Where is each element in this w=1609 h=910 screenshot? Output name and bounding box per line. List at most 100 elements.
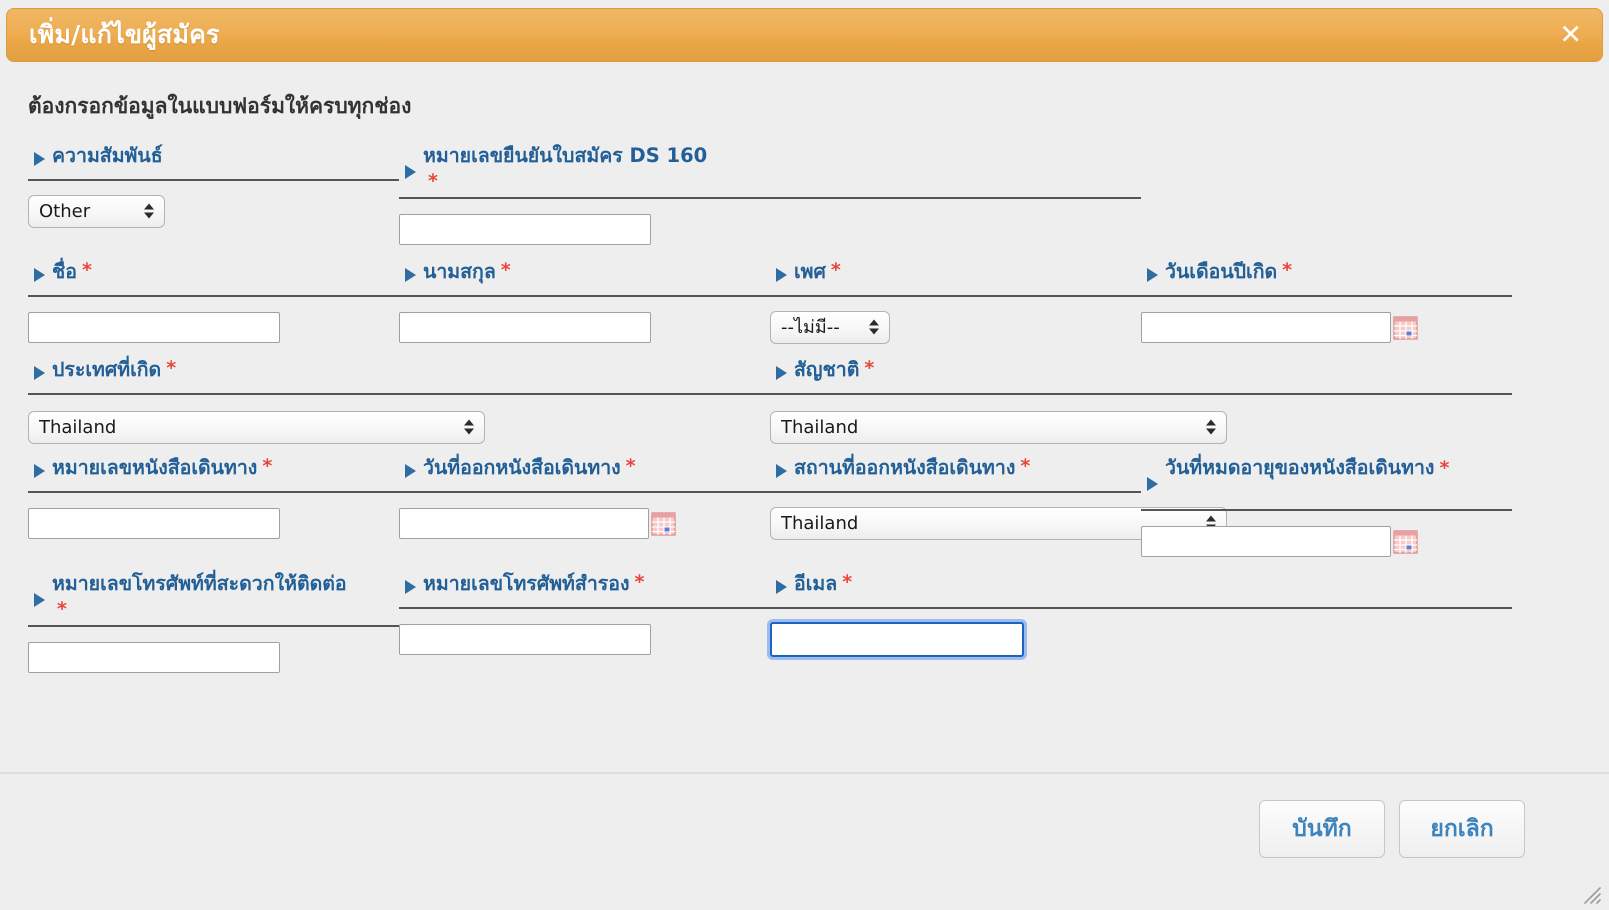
control-phone-primary-area	[28, 627, 399, 687]
control-relationship-area: Other	[28, 181, 399, 241]
label-passport-issue-date-wrap: วันที่ออกหนังสือเดินทาง *	[399, 455, 770, 493]
label-nationality: สัญชาติ	[794, 358, 860, 381]
control-passport-issue-date-area	[399, 493, 770, 553]
nationality-select[interactable]: Thailand	[770, 410, 1227, 444]
triangle-bullet-icon	[776, 580, 787, 594]
label-passport-expiry-date-wrap: วันที่หมดอายุของหนังสือเดินทาง*	[1141, 455, 1512, 511]
calendar-icon[interactable]	[1393, 529, 1418, 554]
control-passport-issue-place-area: Thailand	[770, 493, 1227, 553]
field-passport-number: หมายเลขหนังสือเดินทาง *	[28, 455, 399, 571]
required-asterisk: *	[1439, 457, 1450, 479]
label-email-wrap: อีเมล *	[770, 571, 1512, 609]
required-asterisk: *	[166, 357, 177, 379]
label-passport-number: หมายเลขหนังสือเดินทาง	[52, 456, 258, 479]
passport-number-input[interactable]	[28, 507, 280, 539]
field-nationality: สัญชาติ * Thailand	[770, 357, 1512, 455]
label-ds160: หมายเลขยืนยันใบสมัคร DS 160 *	[423, 143, 707, 194]
control-gender-area: --ไม่มี--	[770, 297, 1141, 357]
first-name-input[interactable]	[28, 311, 280, 343]
control-birth-country-area: Thailand	[28, 395, 770, 455]
nationality-select-wrap: Thailand	[770, 410, 1227, 444]
field-relationship: ความสัมพันธ์ Other	[28, 143, 399, 259]
triangle-bullet-icon	[1147, 477, 1158, 491]
gender-select-wrap: --ไม่มี--	[770, 310, 890, 344]
field-phone-primary: หมายเลขโทรศัพท์ที่สะดวกให้ติดต่อ *	[28, 571, 399, 687]
form-row-1: ความสัมพันธ์ Other	[28, 143, 1528, 259]
control-ds160-area	[399, 199, 1141, 259]
label-phone-primary-text: หมายเลขโทรศัพท์ที่สะดวกให้ติดต่อ	[52, 572, 347, 595]
triangle-bullet-icon	[34, 593, 45, 607]
required-asterisk: *	[57, 597, 67, 620]
cancel-button[interactable]: ยกเลิก	[1399, 800, 1525, 858]
required-asterisk: *	[81, 259, 92, 281]
birth-date-input[interactable]	[1141, 311, 1391, 343]
triangle-bullet-icon	[405, 268, 416, 282]
dialog-title: เพิ่ม/แก้ไขผู้สมัคร	[29, 20, 220, 49]
label-email: อีเมล	[794, 572, 838, 595]
close-icon[interactable]: ✕	[1559, 19, 1582, 51]
field-ds160: หมายเลขยืนยันใบสมัคร DS 160 *	[399, 143, 1141, 259]
dialog-titlebar: เพิ่ม/แก้ไขผู้สมัคร ✕	[6, 8, 1603, 62]
form-row-5: หมายเลขโทรศัพท์ที่สะดวกให้ติดต่อ * หมายเ…	[28, 571, 1528, 687]
last-name-input[interactable]	[399, 311, 651, 343]
label-gender: เพศ	[794, 260, 826, 283]
calendar-icon[interactable]	[1393, 315, 1418, 340]
label-passport-issue-date: วันที่ออกหนังสือเดินทาง	[423, 456, 621, 479]
triangle-bullet-icon	[34, 464, 45, 478]
label-phone-backup: หมายเลขโทรศัพท์สำรอง	[423, 572, 630, 595]
control-passport-number-area	[28, 493, 399, 553]
label-phone-primary: หมายเลขโทรศัพท์ที่สะดวกให้ติดต่อ *	[52, 571, 347, 622]
field-last-name: นามสกุล *	[399, 259, 770, 357]
field-birth-date: วันเดือนปีเกิด *	[1141, 259, 1512, 357]
calendar-icon[interactable]	[651, 511, 676, 536]
triangle-bullet-icon	[776, 366, 787, 380]
required-asterisk: *	[625, 455, 636, 477]
passport-expiry-date-input[interactable]	[1141, 525, 1391, 557]
triangle-bullet-icon	[405, 580, 416, 594]
field-first-name: ชื่อ *	[28, 259, 399, 357]
required-asterisk: *	[842, 571, 853, 593]
relationship-select[interactable]: Other	[28, 194, 165, 228]
triangle-bullet-icon	[34, 366, 45, 380]
label-relationship-wrap: ความสัมพันธ์	[28, 143, 399, 181]
birth-date-group	[1141, 311, 1418, 343]
form-row-3: ประเทศที่เกิด * Thailand	[28, 357, 1528, 455]
required-asterisk: *	[262, 455, 273, 477]
required-asterisk: *	[1282, 259, 1293, 281]
label-birth-country: ประเทศที่เกิด	[52, 358, 162, 381]
field-passport-expiry-date: วันที่หมดอายุของหนังสือเดินทาง*	[1141, 455, 1512, 571]
resize-grip-icon[interactable]	[1581, 884, 1603, 906]
email-input[interactable]	[770, 621, 1024, 657]
control-first-name-area	[28, 297, 399, 357]
form-row-2: ชื่อ * นามสกุล *	[28, 259, 1528, 357]
required-asterisk: *	[428, 169, 438, 192]
label-passport-expiry-date-text: วันที่หมดอายุของหนังสือเดินทาง	[1165, 456, 1435, 479]
label-ds160-text: หมายเลขยืนยันใบสมัคร DS 160	[423, 144, 708, 167]
ds160-input[interactable]	[399, 213, 651, 245]
phone-backup-input[interactable]	[399, 623, 651, 655]
footer-button-group: บันทึก ยกเลิก	[1259, 800, 1525, 858]
required-asterisk: *	[634, 571, 645, 593]
label-first-name: ชื่อ	[52, 260, 77, 283]
field-gender: เพศ * --ไม่มี--	[770, 259, 1141, 357]
passport-issue-date-input[interactable]	[399, 507, 649, 539]
control-birth-date-area	[1141, 297, 1512, 357]
field-birth-country: ประเทศที่เกิด * Thailand	[28, 357, 770, 455]
label-last-name: นามสกุล	[423, 260, 496, 283]
field-phone-backup: หมายเลขโทรศัพท์สำรอง *	[399, 571, 770, 687]
phone-primary-input[interactable]	[28, 641, 280, 673]
label-last-name-wrap: นามสกุล *	[399, 259, 770, 297]
triangle-bullet-icon	[776, 464, 787, 478]
label-birth-country-wrap: ประเทศที่เกิด *	[28, 357, 770, 395]
control-phone-backup-area	[399, 609, 770, 669]
gender-select[interactable]: --ไม่มี--	[770, 310, 890, 344]
triangle-bullet-icon	[1147, 268, 1158, 282]
required-asterisk: *	[830, 259, 841, 281]
label-birth-date-wrap: วันเดือนปีเกิด *	[1141, 259, 1512, 297]
birth-country-select[interactable]: Thailand	[28, 410, 485, 444]
form-instruction: ต้องกรอกข้อมูลในแบบฟอร์มให้ครบทุกช่อง	[28, 94, 412, 118]
triangle-bullet-icon	[405, 165, 416, 179]
save-button[interactable]: บันทึก	[1259, 800, 1385, 858]
passport-issue-date-group	[399, 507, 676, 539]
